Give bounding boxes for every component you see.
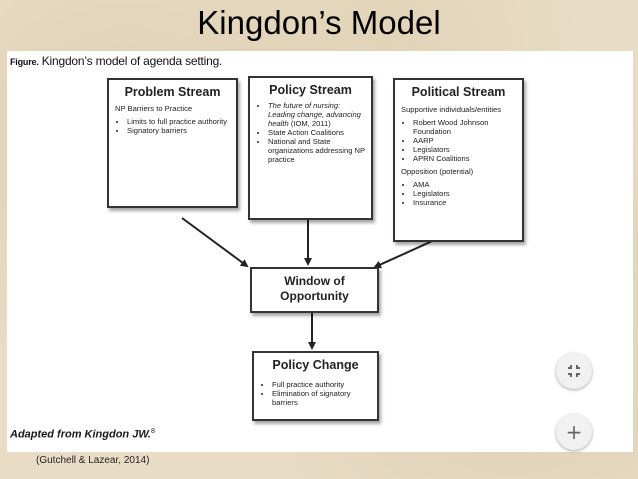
list-item: Legislators	[413, 145, 516, 154]
adapted-from-text: Adapted from Kingdon JW.	[10, 428, 151, 441]
arrow-problem-to-window	[181, 217, 249, 268]
policy-stream-report-title: The future of nursing: Leading change, a…	[268, 101, 361, 128]
list-item: The future of nursing: Leading change, a…	[268, 101, 365, 128]
window-title-line-2: Opportunity	[280, 289, 349, 303]
figure-caption-text: Kingdon’s model of agenda setting.	[38, 54, 223, 68]
list-item: State Action Coalitions	[268, 128, 365, 137]
window-of-opportunity-box: Window of Opportunity	[250, 267, 379, 313]
collapse-button[interactable]	[556, 353, 592, 389]
window-title-line-1: Window of	[284, 274, 345, 288]
add-button[interactable]: +	[556, 414, 592, 450]
opposition-heading: Opposition (potential)	[401, 167, 474, 176]
policy-change-box: Policy Change Full practice authority El…	[252, 351, 379, 421]
list-item: AARP	[413, 136, 516, 145]
problem-stream-title: Problem Stream	[124, 85, 221, 99]
arrow-political-to-window	[373, 237, 440, 269]
list-item: Legislators	[413, 189, 516, 198]
plus-icon: +	[565, 420, 583, 444]
policy-stream-title: Policy Stream	[269, 83, 352, 97]
political-stream-box: Political Stream Supportive individuals/…	[393, 78, 524, 242]
flow-arrows	[181, 217, 440, 350]
problem-stream-box: Problem Stream NP Barriers to Practice L…	[107, 78, 238, 208]
list-item: Elimination of signatory barriers	[272, 389, 371, 407]
list-item: Insurance	[413, 198, 516, 207]
adapted-from-note: Adapted from Kingdon JW.8	[10, 428, 155, 441]
list-item: Full practice authority	[272, 380, 371, 389]
supportive-heading: Supportive individuals/entities	[401, 105, 502, 114]
list-item: AMA	[413, 180, 516, 189]
figure-label: Figure.	[10, 57, 39, 67]
slide-title: Kingdon’s Model	[197, 4, 441, 41]
political-stream-title: Political Stream	[411, 85, 506, 99]
list-item: Robert Wood Johnson Foundation	[413, 118, 516, 136]
figure-panel: Figure. Kingdon’s model of agenda settin…	[7, 51, 633, 452]
collapse-icon	[568, 365, 580, 377]
list-item: National and State organizations address…	[268, 137, 365, 164]
adapted-from-ref: 8	[150, 428, 155, 435]
citation: (Gutchell & Lazear, 2014)	[36, 455, 150, 466]
figure-caption: Figure. Kingdon’s model of agenda settin…	[10, 54, 222, 68]
list-item: APRN Coalitions	[413, 154, 516, 163]
policy-stream-report-cite: (IOM, 2011)	[288, 119, 331, 128]
policy-change-title: Policy Change	[272, 358, 359, 372]
policy-stream-box: Policy Stream The future of nursing: Lea…	[248, 76, 373, 220]
list-item: Signatory barriers	[127, 126, 230, 135]
list-item: Limits to full practice authority	[127, 117, 230, 126]
problem-stream-intro: NP Barriers to Practice	[115, 104, 193, 113]
